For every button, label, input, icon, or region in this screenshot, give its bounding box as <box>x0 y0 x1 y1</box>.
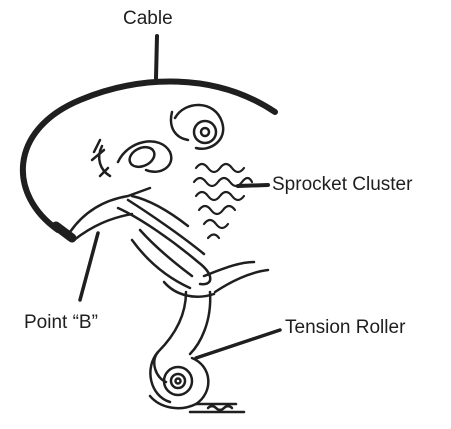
point-b-leader-line <box>80 233 98 300</box>
cable-leader-line <box>156 36 157 78</box>
sprocket-cluster-drawing <box>194 164 252 238</box>
sprocket-leader-line <box>238 185 268 186</box>
point-b-label: Point “B” <box>24 313 98 332</box>
cable-label: Cable <box>123 9 173 28</box>
cable-housing <box>23 82 275 230</box>
tension-roller-leader-line <box>196 330 280 358</box>
tension-roller-label: Tension Roller <box>285 318 405 337</box>
derailleur-cage <box>150 292 244 412</box>
sprocket-cluster-label: Sprocket Cluster <box>272 175 412 194</box>
